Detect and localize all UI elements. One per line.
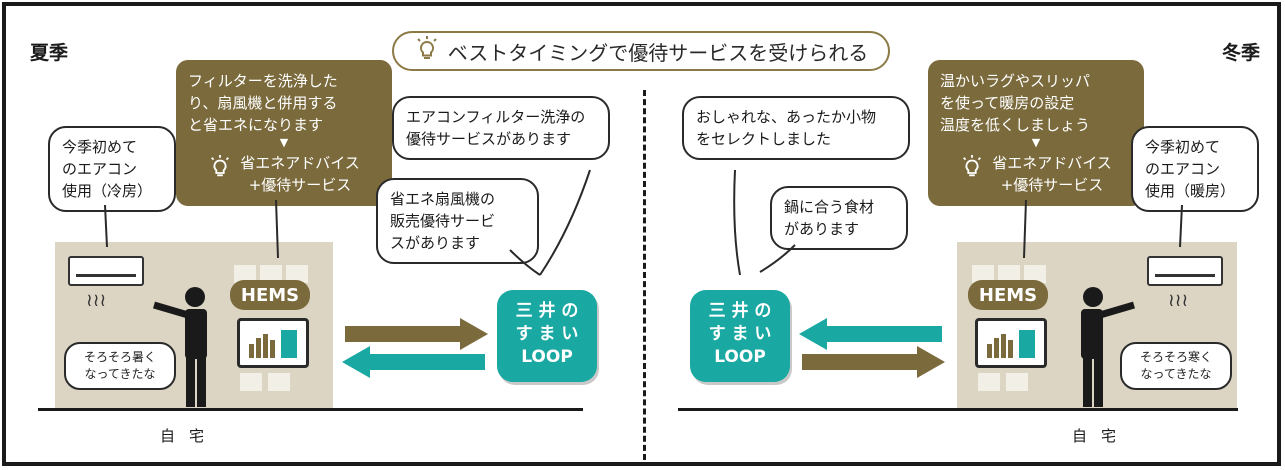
summer-hems-screen [237, 318, 309, 368]
winter-airflow-icon: ≀≀≀ [1168, 290, 1189, 311]
winter-label: 冬季 [1222, 42, 1261, 64]
loop-line: LOOP [714, 347, 766, 367]
summer-thought-bubble: そろそろ暑く なってきたな [64, 342, 176, 390]
advice-line: り、扇風機と併用する [188, 94, 338, 112]
panel-tile [972, 265, 994, 283]
offer-line: をセレクトしました [696, 130, 832, 148]
down-arrow-icon: ▼ [1031, 136, 1041, 149]
summer-exchange-arrows [342, 318, 488, 378]
winter-user-bubble: 今季初めて のエアコン 使用（暖房） [1131, 126, 1259, 212]
winter-offer-bubble-1: おしゃれな、あったか小物 をセレクトしました [682, 96, 910, 160]
advice-line: と省エネになります [188, 116, 324, 134]
panel-tile [234, 265, 256, 283]
winter-person-icon [1081, 287, 1135, 407]
offer-line: 優待サービスがあります [406, 130, 572, 148]
panel-tile [240, 373, 262, 391]
summer-airflow-icon: ≀≀≀ [86, 290, 107, 311]
summer-aircon-icon [68, 256, 144, 286]
panel-tile [268, 373, 290, 391]
bubble-line: 今季初めて [1145, 138, 1221, 156]
advice-tail [1023, 200, 1027, 259]
advice-title: 省エネアドバイス [240, 154, 360, 172]
summer-hems-label: HEMS [230, 280, 310, 310]
advice-line: フィルターを洗浄した [188, 72, 338, 90]
winter-ground [678, 408, 1238, 411]
summer-label: 夏季 [30, 42, 69, 64]
summer-advice-box: フィルターを洗浄した り、扇風機と併用する と省エネになります ▼ 省エネアドバ… [176, 60, 392, 206]
bubble-tail [104, 205, 108, 248]
advice-title: 省エネアドバイス [992, 154, 1112, 172]
bar-graph-icon [987, 330, 1035, 358]
winter-offer-bubble-2: 鍋に合う食材 があります [770, 186, 908, 250]
summer-offer-bubble-1: エアコンフィルター洗浄の 優待サービスがあります [392, 96, 610, 160]
advice-subtitle: +優待サービス [1000, 176, 1104, 194]
summer-ground [38, 408, 583, 411]
offer-line: 鍋に合う食材 [784, 198, 875, 216]
offer-line: があります [784, 220, 860, 238]
loop-line: 三 井 の [708, 301, 772, 321]
lightbulb-icon [414, 35, 440, 67]
down-arrow-icon: ▼ [279, 136, 289, 149]
panel-tile [1006, 373, 1028, 391]
summer-offer-bubble-2: 省エネ扇風機の 販売優待サービ スがあります [376, 178, 539, 264]
thought-line: なってきたな [84, 367, 156, 381]
offer-line: スがあります [390, 234, 481, 252]
loop-line: す ま い [515, 324, 579, 344]
summer-user-bubble: 今季初めて のエアコン 使用（冷房） [48, 126, 176, 212]
banner-text: ベストタイミングで優待サービスを受けられる [447, 40, 869, 65]
panel-tile [260, 265, 282, 283]
summer-home-label: 自宅 [160, 427, 219, 445]
lightbulb-icon [208, 154, 232, 186]
advice-line: 温かいラグやスリッパ [940, 72, 1091, 90]
season-divider [643, 90, 646, 460]
bubble-tail [1179, 205, 1183, 248]
panel-tile [286, 265, 308, 283]
advice-line: 温度を低くしましょう [940, 116, 1091, 134]
summer-loop-badge: 三 井 の す ま い LOOP [497, 290, 597, 382]
winter-thought-bubble: そろそろ寒く なってきたな [1120, 342, 1232, 390]
top-banner: ベストタイミングで優待サービスを受けられる [392, 31, 890, 71]
winter-home-label: 自宅 [1072, 427, 1131, 445]
thought-line: そろそろ暑く [83, 350, 156, 364]
offer-tails [509, 169, 591, 276]
panel-tile [978, 373, 1000, 391]
bubble-line: 使用（冷房） [62, 182, 153, 200]
bubble-line: のエアコン [62, 160, 138, 178]
loop-line: LOOP [521, 347, 573, 367]
winter-hems-label: HEMS [968, 280, 1048, 310]
offer-line: 省エネ扇風機の [390, 190, 496, 208]
bubble-line: 使用（暖房） [1145, 182, 1236, 200]
thought-line: なってきたな [1140, 367, 1212, 381]
loop-line: 三 井 の [515, 301, 579, 321]
thought-line: そろそろ寒く [1139, 350, 1212, 364]
offer-line: エアコンフィルター洗浄の [406, 108, 586, 126]
bubble-line: 今季初めて [62, 138, 138, 156]
offer-line: おしゃれな、あったか小物 [696, 108, 877, 126]
panel-tile [998, 265, 1020, 283]
winter-hems-screen [975, 318, 1047, 368]
panel-tile [1024, 265, 1046, 283]
loop-line: す ま い [708, 324, 772, 344]
winter-loop-badge: 三 井 の す ま い LOOP [690, 290, 790, 382]
bubble-line: のエアコン [1145, 160, 1221, 178]
offer-tails [733, 169, 796, 276]
bar-graph-icon [249, 330, 297, 358]
winter-exchange-arrows [799, 318, 945, 378]
advice-subtitle: +優待サービス [248, 176, 352, 194]
winter-advice-box: 温かいラグやスリッパ を使って暖房の設定 温度を低くしましょう ▼ 省エネアドバ… [928, 60, 1144, 206]
advice-tail [275, 200, 279, 259]
winter-aircon-icon [1147, 256, 1223, 286]
summer-person-icon [153, 287, 207, 407]
offer-line: 販売優待サービ [390, 212, 496, 230]
advice-line: を使って暖房の設定 [940, 94, 1075, 112]
lightbulb-icon [960, 154, 984, 186]
